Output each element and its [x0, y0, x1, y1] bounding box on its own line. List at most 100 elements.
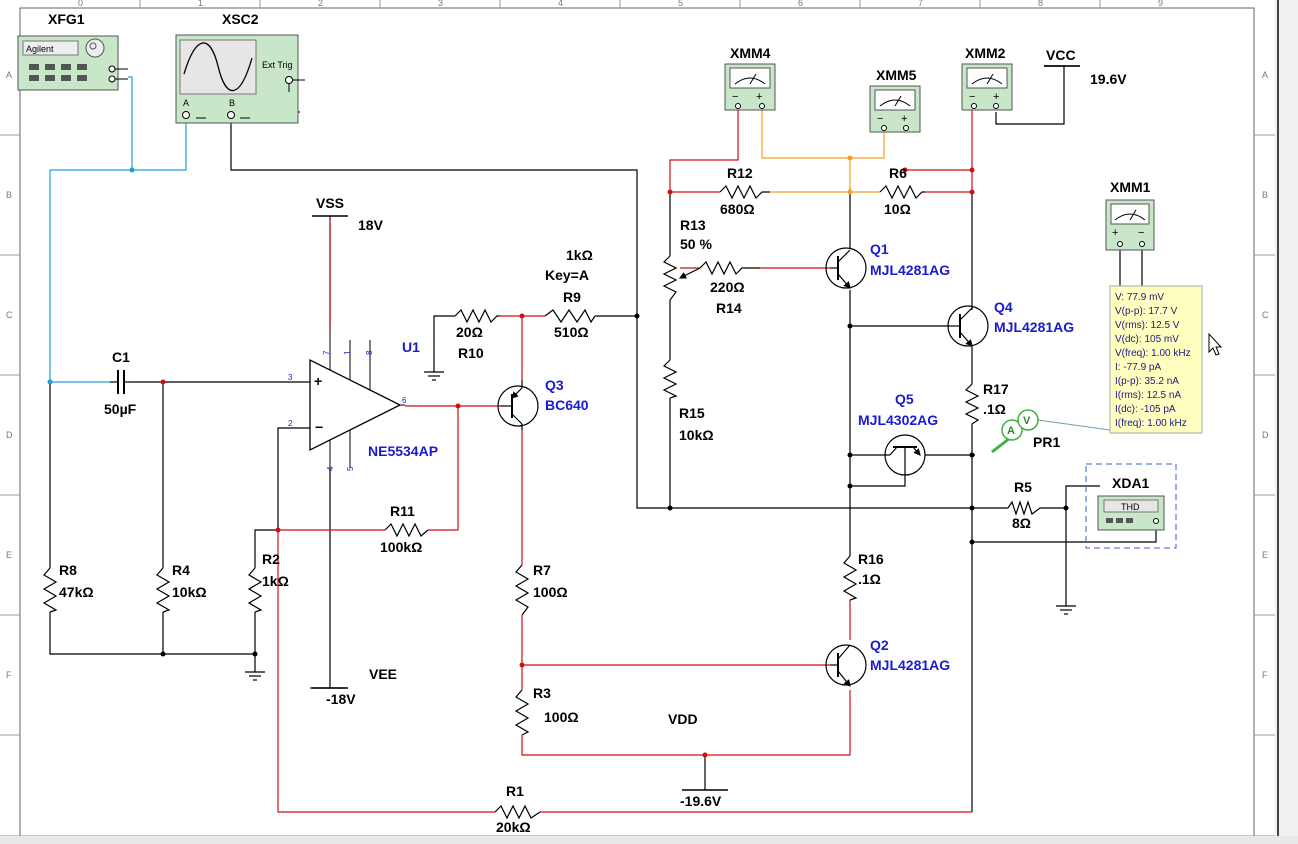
row-label: B: [1262, 190, 1268, 200]
r14-ref: R14: [716, 300, 742, 316]
r3-ref: R3: [533, 685, 551, 701]
q5-symbol: [884, 434, 926, 476]
vee-value: -18V: [326, 691, 356, 707]
q3-symbol: [497, 380, 539, 430]
pr1-ref: PR1: [1033, 434, 1060, 450]
minus-icon: −: [315, 419, 323, 435]
xda1-screen: THD: [1121, 502, 1140, 512]
meter-icon: [1114, 213, 1146, 221]
multimeter-xmm2[interactable]: − +: [961, 63, 1013, 111]
xmm5-ref: XMM5: [876, 67, 917, 83]
minus-icon: −: [969, 91, 975, 103]
r1-value: 20kΩ: [496, 819, 531, 835]
col-label: 1: [198, 0, 203, 8]
r13-value: 50 %: [680, 236, 712, 252]
xfg1-brand: Agilent: [26, 44, 54, 54]
resistor-symbols[interactable]: [42, 184, 1041, 820]
xfg1-ref: XFG1: [48, 11, 85, 27]
q4-symbol: [947, 305, 989, 347]
col-label: 0: [78, 0, 83, 8]
pin-label: 8: [365, 350, 374, 355]
meter-icon: [879, 99, 911, 107]
r4-symbol: [155, 567, 171, 613]
r9-extra1: 1kΩ: [566, 247, 593, 263]
xsc2-ch-a: A: [183, 98, 189, 108]
q3-part: BC640: [545, 397, 589, 413]
pin-label: 3: [288, 373, 293, 382]
r14-value: 220Ω: [710, 279, 745, 295]
col-label: 9: [1158, 0, 1163, 8]
r2-symbol: [247, 567, 263, 613]
junction-dots: [47, 155, 1069, 758]
r12-ref: R12: [727, 165, 753, 181]
multimeter-xmm1[interactable]: + −: [1105, 199, 1155, 251]
meter-icon: [734, 77, 766, 85]
u1-ref: U1: [402, 339, 420, 355]
function-generator-xfg1[interactable]: Agilent: [17, 35, 128, 91]
r17-symbol: [964, 383, 980, 425]
plus-icon: +: [314, 373, 322, 389]
row-label: E: [1262, 550, 1268, 560]
r13-symbol: [662, 255, 678, 301]
row-label: F: [6, 670, 12, 680]
q4-ref: Q4: [994, 299, 1013, 315]
row-label: D: [6, 430, 13, 440]
r9-extra2: Key=A: [545, 267, 589, 283]
tooltip-line: V: 77.9 mV: [1115, 292, 1164, 303]
button-grid-icon: [29, 64, 87, 81]
waveform-icon: [183, 42, 253, 92]
r4-value: 10kΩ: [172, 584, 207, 600]
r3-value: 100Ω: [544, 709, 579, 725]
tooltip-line: I(freq): 1.00 kHz: [1115, 418, 1187, 429]
plus-icon: +: [1112, 227, 1118, 239]
col-label: 2: [318, 0, 323, 8]
r7-value: 100Ω: [533, 584, 568, 600]
r3-symbol: [514, 689, 530, 736]
tooltip-line: V(freq): 1.00 kHz: [1115, 348, 1191, 359]
vdd-name: VDD: [668, 711, 698, 727]
row-label: E: [6, 550, 12, 560]
r2-value: 1kΩ: [262, 573, 289, 589]
r6-ref: R6: [889, 165, 907, 181]
pin-label: 5: [346, 466, 355, 471]
r6-value: 10Ω: [884, 201, 911, 217]
xmm2-ref: XMM2: [965, 45, 1006, 61]
col-label: 5: [678, 0, 683, 8]
transistor-symbols[interactable]: [497, 247, 989, 687]
probe-pr1[interactable]: A V: [991, 409, 1111, 454]
distortion-analyzer-xda1[interactable]: THD: [1085, 463, 1177, 549]
r16-ref: R16: [858, 551, 884, 567]
ground-icon: [424, 360, 444, 381]
r1-ref: R1: [506, 783, 524, 799]
r5-symbol: [1007, 500, 1041, 516]
oscilloscope-xsc2[interactable]: Ext Trig A B: [175, 34, 305, 124]
opamp-u1[interactable]: + − 3 2 6 7 1 8 4 5: [288, 330, 407, 471]
r12-value: 680Ω: [720, 201, 755, 217]
vdd-value: -19.6V: [680, 793, 722, 809]
r13-ref: R13: [680, 217, 706, 233]
voltmeter-icon: V: [1023, 415, 1031, 427]
r8-value: 47kΩ: [59, 584, 94, 600]
q2-symbol: [825, 644, 867, 687]
pin-label: 2: [288, 419, 293, 428]
r5-ref: R5: [1014, 479, 1032, 495]
r8-ref: R8: [59, 562, 77, 578]
multimeter-xmm5[interactable]: − +: [869, 85, 921, 133]
q5-part: MJL4302AG: [858, 412, 938, 428]
minus-icon: −: [1138, 227, 1144, 239]
q2-ref: Q2: [870, 637, 889, 653]
r11-ref: R11: [390, 503, 415, 519]
xsc2-ref: XSC2: [222, 11, 259, 27]
xsc2-ext-trig: Ext Trig: [262, 60, 293, 70]
tooltip-line: V(p-p): 17.7 V: [1115, 306, 1178, 317]
multimeter-xmm4[interactable]: − +: [724, 63, 776, 111]
c1-value: 50µF: [104, 401, 137, 417]
r11-value: 100kΩ: [380, 539, 422, 555]
r10-ref: R10: [458, 345, 484, 361]
ground-icon: [245, 671, 265, 681]
r15-value: 10kΩ: [679, 427, 714, 443]
r12-symbol: [719, 184, 770, 200]
c1-symbol[interactable]: [110, 370, 130, 394]
